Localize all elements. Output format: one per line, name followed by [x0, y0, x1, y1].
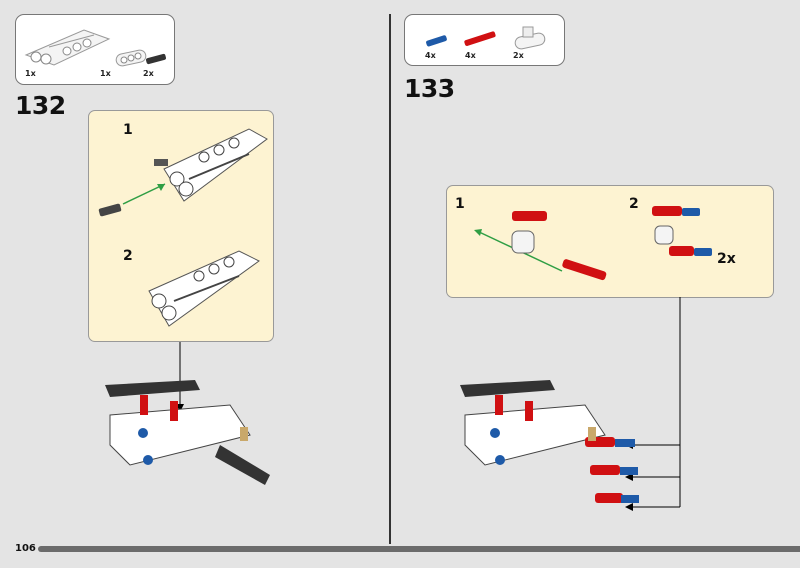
- part-qty: 2x: [143, 69, 154, 78]
- page-number: 106: [15, 543, 36, 554]
- red-axle-pin-icon: [464, 31, 496, 46]
- step-number: 132: [15, 91, 66, 120]
- page-divider: [389, 14, 391, 544]
- substep-number: 2: [629, 196, 639, 212]
- blue-axle-pin-icon: [426, 35, 447, 47]
- part-qty: 4x: [465, 51, 476, 60]
- connector-red-pin-illustration: [474, 211, 607, 281]
- substep-number: 1: [123, 122, 133, 138]
- parts-list-132: 1x 1x 2x: [15, 14, 175, 85]
- connector-assembled-illustration: [652, 206, 712, 256]
- beam-part-icon: [115, 49, 147, 67]
- panel-assembly-illustration: [154, 128, 268, 202]
- step-number: 133: [404, 74, 455, 103]
- substep-box-132: 1 2: [88, 110, 274, 342]
- part-qty: 4x: [425, 51, 436, 60]
- part-qty: 1x: [100, 69, 111, 78]
- substep-number: 2: [123, 248, 133, 264]
- substep-box-133: 1 2 2x: [446, 185, 774, 298]
- model-illustration-132: [105, 380, 270, 485]
- panel-result-illustration: [148, 250, 260, 327]
- parts-list-133: 4x 4x 2x: [404, 14, 565, 66]
- progress-bar: [38, 546, 800, 552]
- model-illustration-133: [460, 380, 639, 503]
- substep-number: 1: [455, 196, 465, 212]
- pin-insert-arrow: [98, 183, 166, 217]
- panel-part-icon: [24, 29, 111, 66]
- part-qty: 2x: [513, 51, 524, 60]
- beam-connector-icon: [514, 26, 546, 50]
- substep-multiplier: 2x: [717, 251, 736, 267]
- pin-part-icon: [146, 53, 166, 65]
- part-qty: 1x: [25, 69, 36, 78]
